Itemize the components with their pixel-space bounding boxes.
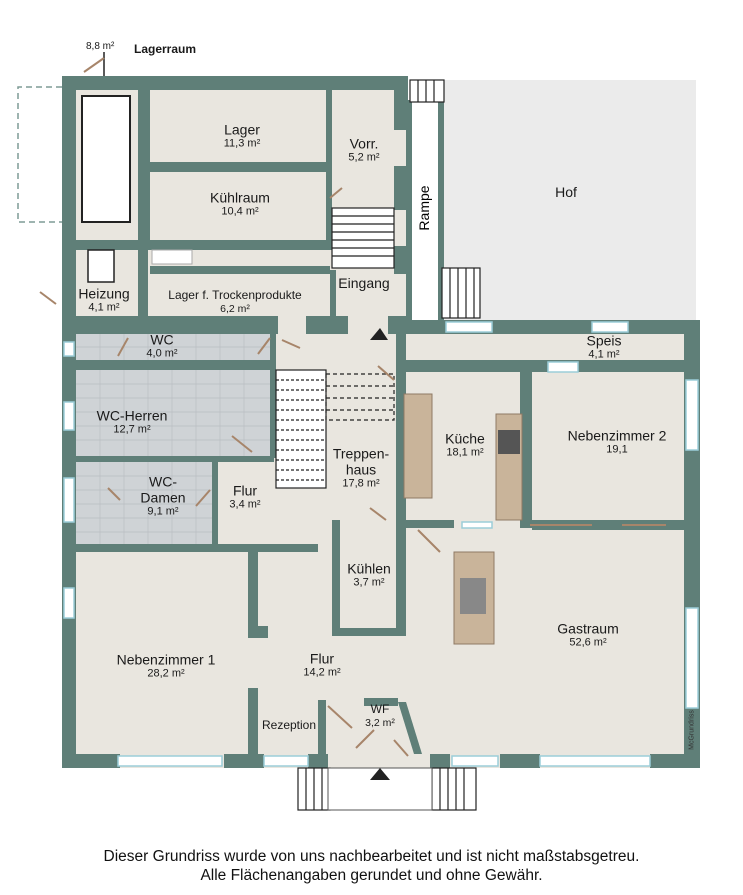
room-name: Nebenzimmer 2 <box>568 428 667 444</box>
room-area: 5,2 m² <box>348 152 379 165</box>
room-name: WC <box>146 332 177 348</box>
room-name-line1: Treppen- <box>333 446 389 462</box>
room-nebenzimmer-2: Nebenzimmer 2 19,1 <box>568 428 667 457</box>
room-name: Lager f. Trockenprodukte <box>168 289 301 303</box>
room-flur-main: Flur 14,2 m² <box>303 651 340 680</box>
room-name-line1: WC- <box>140 474 185 490</box>
room-name: Küche <box>445 431 485 447</box>
annex-area-label: 8,8 m² <box>86 41 114 52</box>
room-area: 6,2 m² <box>168 303 301 315</box>
room-area: 4,0 m² <box>146 348 177 361</box>
annex-name-label: Lagerraum <box>134 42 196 56</box>
room-gastraum: Gastraum 52,6 m² <box>557 621 618 650</box>
room-speis: Speis 4,1 m² <box>586 333 621 362</box>
room-kuehlraum: Kühlraum 10,4 m² <box>210 190 270 219</box>
room-wf: WF 3,2 m² <box>365 703 395 729</box>
room-name: Lager <box>224 122 260 138</box>
room-flur-small: Flur 3,4 m² <box>229 483 260 512</box>
room-name: Flur <box>303 651 340 667</box>
room-hof: Hof <box>555 184 577 200</box>
room-name: Flur <box>229 483 260 499</box>
room-area: 12,7 m² <box>97 424 168 437</box>
shelf <box>82 96 130 222</box>
stove-unit <box>152 250 192 264</box>
room-eingang: Eingang <box>338 275 389 291</box>
room-wc-herren: WC-Herren 12,7 m² <box>97 408 168 437</box>
room-name: Vorr. <box>348 136 379 152</box>
room-nebenzimmer-1: Nebenzimmer 1 28,2 m² <box>117 652 216 681</box>
room-name-line2: haus <box>333 462 389 478</box>
room-area: 19,1 <box>568 444 667 457</box>
disclaimer: Dieser Grundriss wurde von uns nachbearb… <box>0 847 743 885</box>
room-vorr: Vorr. 5,2 m² <box>348 136 379 165</box>
room-name: Hof <box>555 184 577 200</box>
disclaimer-line-2: Alle Flächenangaben gerundet und ohne Ge… <box>0 866 743 885</box>
room-name: Heizung <box>78 286 129 302</box>
room-name: Rezeption <box>262 719 316 733</box>
annex-dashed-outline <box>18 87 62 222</box>
room-area: 10,4 m² <box>210 206 270 219</box>
room-area: 11,3 m² <box>224 138 260 151</box>
room-area: 17,8 m² <box>333 478 389 491</box>
room-area: 3,2 m² <box>365 717 395 729</box>
room-wc-damen: WC- Damen 9,1 m² <box>140 474 185 519</box>
room-wc: WC 4,0 m² <box>146 332 177 361</box>
brand-watermark: McGrundriss <box>689 710 696 750</box>
room-treppenhaus: Treppen- haus 17,8 m² <box>333 446 389 491</box>
room-name: Nebenzimmer 1 <box>117 652 216 668</box>
room-name: Kühlraum <box>210 190 270 206</box>
room-lager: Lager 11,3 m² <box>224 122 260 151</box>
room-area: 28,2 m² <box>117 668 216 681</box>
boiler <box>88 250 114 282</box>
room-area: 3,7 m² <box>347 577 391 590</box>
room-name: WF <box>365 703 395 717</box>
room-name: Eingang <box>338 275 389 291</box>
ramp-label: Rampe <box>416 185 432 230</box>
room-name: Gastraum <box>557 621 618 637</box>
room-heizung: Heizung 4,1 m² <box>78 286 129 315</box>
room-area: 18,1 m² <box>445 447 485 460</box>
room-kuehlen: Kühlen 3,7 m² <box>347 561 391 590</box>
room-name: Kühlen <box>347 561 391 577</box>
room-rezeption: Rezeption <box>262 719 316 733</box>
disclaimer-line-1: Dieser Grundriss wurde von uns nachbearb… <box>0 847 743 866</box>
room-area: 52,6 m² <box>557 637 618 650</box>
room-area: 9,1 m² <box>140 506 185 519</box>
room-area: 3,4 m² <box>229 499 260 512</box>
room-name: Speis <box>586 333 621 349</box>
room-name: WC-Herren <box>97 408 168 424</box>
room-kueche: Küche 18,1 m² <box>445 431 485 460</box>
room-area: 4,1 m² <box>78 302 129 315</box>
room-name-line2: Damen <box>140 490 185 506</box>
room-area: 14,2 m² <box>303 667 340 680</box>
room-area: 4,1 m² <box>586 349 621 362</box>
room-trocken: Lager f. Trockenprodukte 6,2 m² <box>168 289 301 315</box>
